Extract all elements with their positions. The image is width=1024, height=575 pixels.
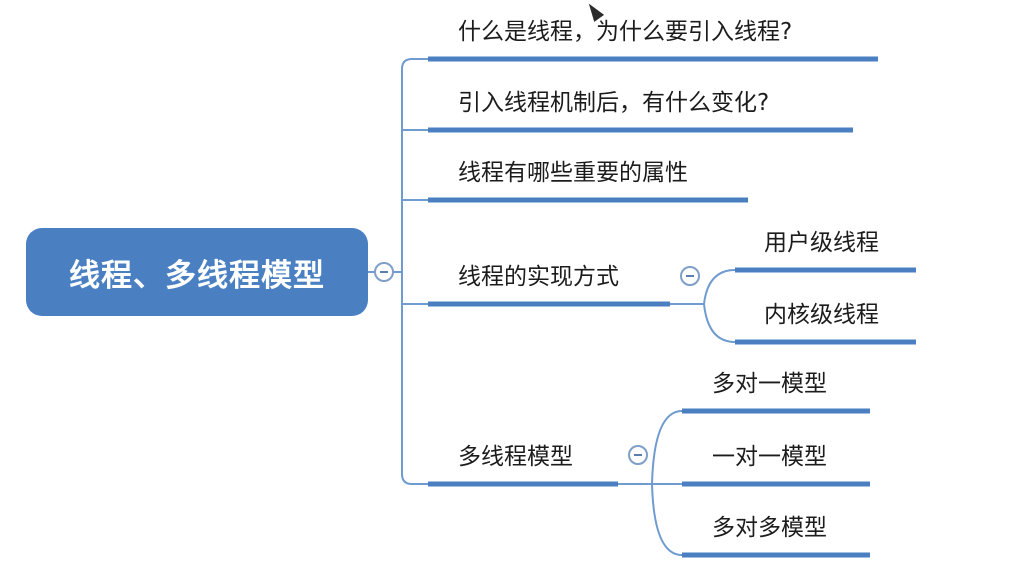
trunk-connector (401, 58, 413, 485)
sub-node-user-thread[interactable]: 用户级线程 (764, 230, 879, 256)
sub-node-many-to-many[interactable]: 多对多模型 (712, 515, 827, 541)
collapse-toggle-icon[interactable] (680, 266, 700, 286)
sub-connector (651, 483, 683, 556)
root-node-label: 线程、多线程模型 (69, 257, 325, 294)
branch-node-attributes[interactable]: 线程有哪些重要的属性 (458, 160, 688, 186)
branch-node-multithread-model[interactable]: 多线程模型 (458, 444, 573, 470)
sub-connector (670, 269, 736, 305)
sub-connector (703, 303, 736, 343)
sub-node-one-to-one[interactable]: 一对一模型 (712, 444, 827, 470)
collapse-toggle-icon[interactable] (374, 262, 394, 282)
sub-connector (618, 410, 683, 485)
root-node[interactable]: 线程、多线程模型 (26, 228, 368, 316)
branch-node-implementation[interactable]: 线程的实现方式 (458, 264, 619, 290)
sub-node-kernel-thread[interactable]: 内核级线程 (764, 302, 879, 328)
collapse-toggle-icon[interactable] (628, 445, 648, 465)
branch-node-changes[interactable]: 引入线程机制后，有什么变化? (458, 90, 770, 116)
branch-node-what-is-thread[interactable]: 什么是线程，为什么要引入线程? (458, 19, 793, 45)
sub-node-many-to-one[interactable]: 多对一模型 (712, 371, 827, 397)
